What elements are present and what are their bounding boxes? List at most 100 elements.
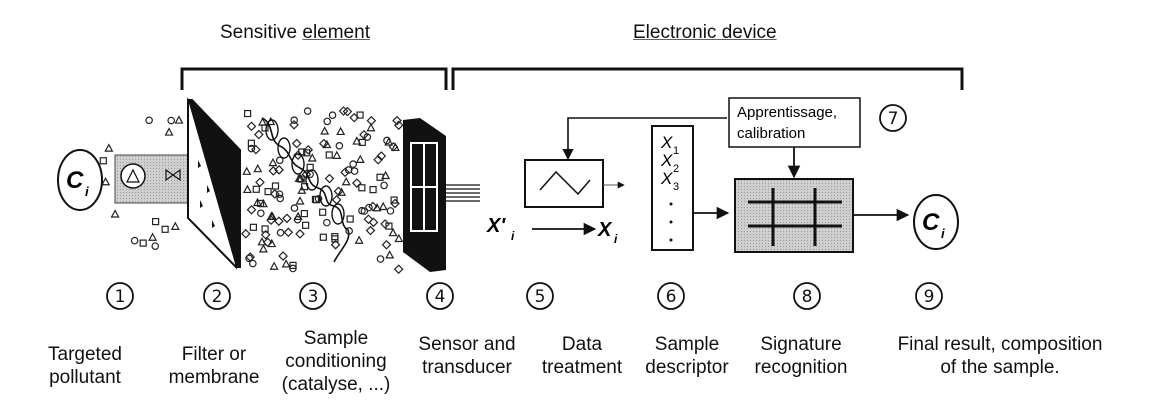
- label-sample-conditioning: Sample conditioning (catalyse, ...): [272, 327, 400, 396]
- particle: [303, 144, 314, 155]
- particle: [363, 133, 372, 141]
- particle: [300, 209, 308, 218]
- particle: [392, 115, 402, 126]
- particle: [384, 137, 394, 146]
- particle: [174, 115, 184, 124]
- step-9-circle: [915, 282, 943, 310]
- label-line: Final result, composition: [897, 334, 1103, 355]
- label-line: Sensor and: [418, 334, 516, 355]
- particle: [255, 177, 265, 188]
- particle: [257, 209, 265, 218]
- particle: [161, 225, 169, 233]
- filter-membrane: [187, 97, 241, 270]
- label-line: transducer: [422, 357, 512, 378]
- svg-text:1: 1: [673, 145, 679, 157]
- particle: [252, 185, 260, 193]
- particle: [354, 235, 364, 244]
- header-underlined-text: Electronic: [633, 22, 717, 43]
- particle: [303, 107, 312, 115]
- particle: [346, 215, 354, 223]
- particle: [130, 236, 139, 245]
- particle: [104, 143, 114, 152]
- feedback-arrow: [562, 117, 727, 161]
- particle: [276, 228, 285, 237]
- particle: [253, 129, 264, 140]
- particle: [252, 197, 262, 207]
- label-line: recognition: [754, 357, 848, 378]
- particle: [261, 225, 269, 233]
- particle: [393, 264, 404, 275]
- particle: [358, 184, 366, 192]
- particle: [152, 217, 160, 226]
- particle: [99, 157, 107, 165]
- label-sensor-transducer: Sensor and transducer: [408, 333, 526, 379]
- particle: [365, 203, 373, 212]
- particle: [295, 229, 305, 239]
- particle: [293, 211, 303, 221]
- step-8-number: 8: [802, 287, 813, 307]
- particle: [164, 127, 174, 136]
- particle: [266, 211, 276, 220]
- label-line: Data: [561, 334, 603, 355]
- particle: [366, 115, 377, 126]
- particle: [290, 116, 299, 124]
- svg-text:X: X: [660, 169, 673, 188]
- particle: [101, 176, 111, 186]
- particle: [302, 221, 310, 229]
- particle: [249, 259, 257, 268]
- pump-box: [114, 154, 196, 204]
- step-5-number: 5: [535, 287, 546, 307]
- svg-text:i: i: [614, 232, 618, 246]
- step-6-number: 6: [666, 287, 677, 307]
- particle: [324, 173, 335, 184]
- particle: [352, 136, 362, 145]
- particle: [373, 154, 383, 165]
- label-line: pollutant: [49, 367, 121, 388]
- particle: [297, 175, 305, 183]
- particle: [341, 176, 351, 186]
- label-line: conditioning: [285, 351, 387, 372]
- particle: [381, 170, 391, 180]
- particle: [333, 186, 344, 197]
- svg-text:i: i: [941, 226, 945, 241]
- ci-input-circle: C i: [57, 149, 103, 211]
- particle: [303, 149, 311, 157]
- particle: [242, 166, 252, 175]
- particle: [331, 233, 339, 241]
- particle: [294, 173, 304, 183]
- particle: [246, 204, 257, 215]
- svg-text:i: i: [85, 184, 89, 199]
- x-prime-label: X' i: [486, 215, 515, 243]
- particle: [381, 239, 392, 250]
- particle: [328, 111, 337, 119]
- step-8-circle: [793, 282, 821, 310]
- particle: [271, 182, 280, 190]
- catalyst-coil-loops: [265, 119, 345, 225]
- particle: [378, 201, 388, 211]
- step-3-circle: [299, 282, 327, 310]
- particle: [291, 138, 302, 149]
- particle: [148, 232, 158, 241]
- step-1-number: 1: [115, 287, 126, 307]
- particle: [318, 138, 329, 149]
- step-5-circle: [526, 282, 554, 310]
- descriptor-box: X 1 X 2 X 3: [651, 125, 694, 251]
- electronic-device-bracket: [451, 67, 964, 90]
- particle: [267, 238, 277, 248]
- particle: [332, 150, 342, 159]
- particle: [247, 139, 255, 147]
- particle: [240, 228, 251, 239]
- data-treatment-box: [524, 159, 604, 208]
- particle: [338, 106, 349, 116]
- particle: [331, 235, 339, 243]
- particle: [390, 196, 398, 204]
- label-line: treatment: [541, 357, 623, 378]
- particle: [139, 239, 147, 247]
- particle: [390, 198, 400, 209]
- svg-text:C: C: [66, 167, 84, 194]
- label-line: (catalyse, ...): [281, 374, 391, 395]
- particle: [337, 187, 347, 196]
- particle: [251, 144, 261, 155]
- particle: [170, 221, 180, 230]
- particle: [307, 153, 317, 162]
